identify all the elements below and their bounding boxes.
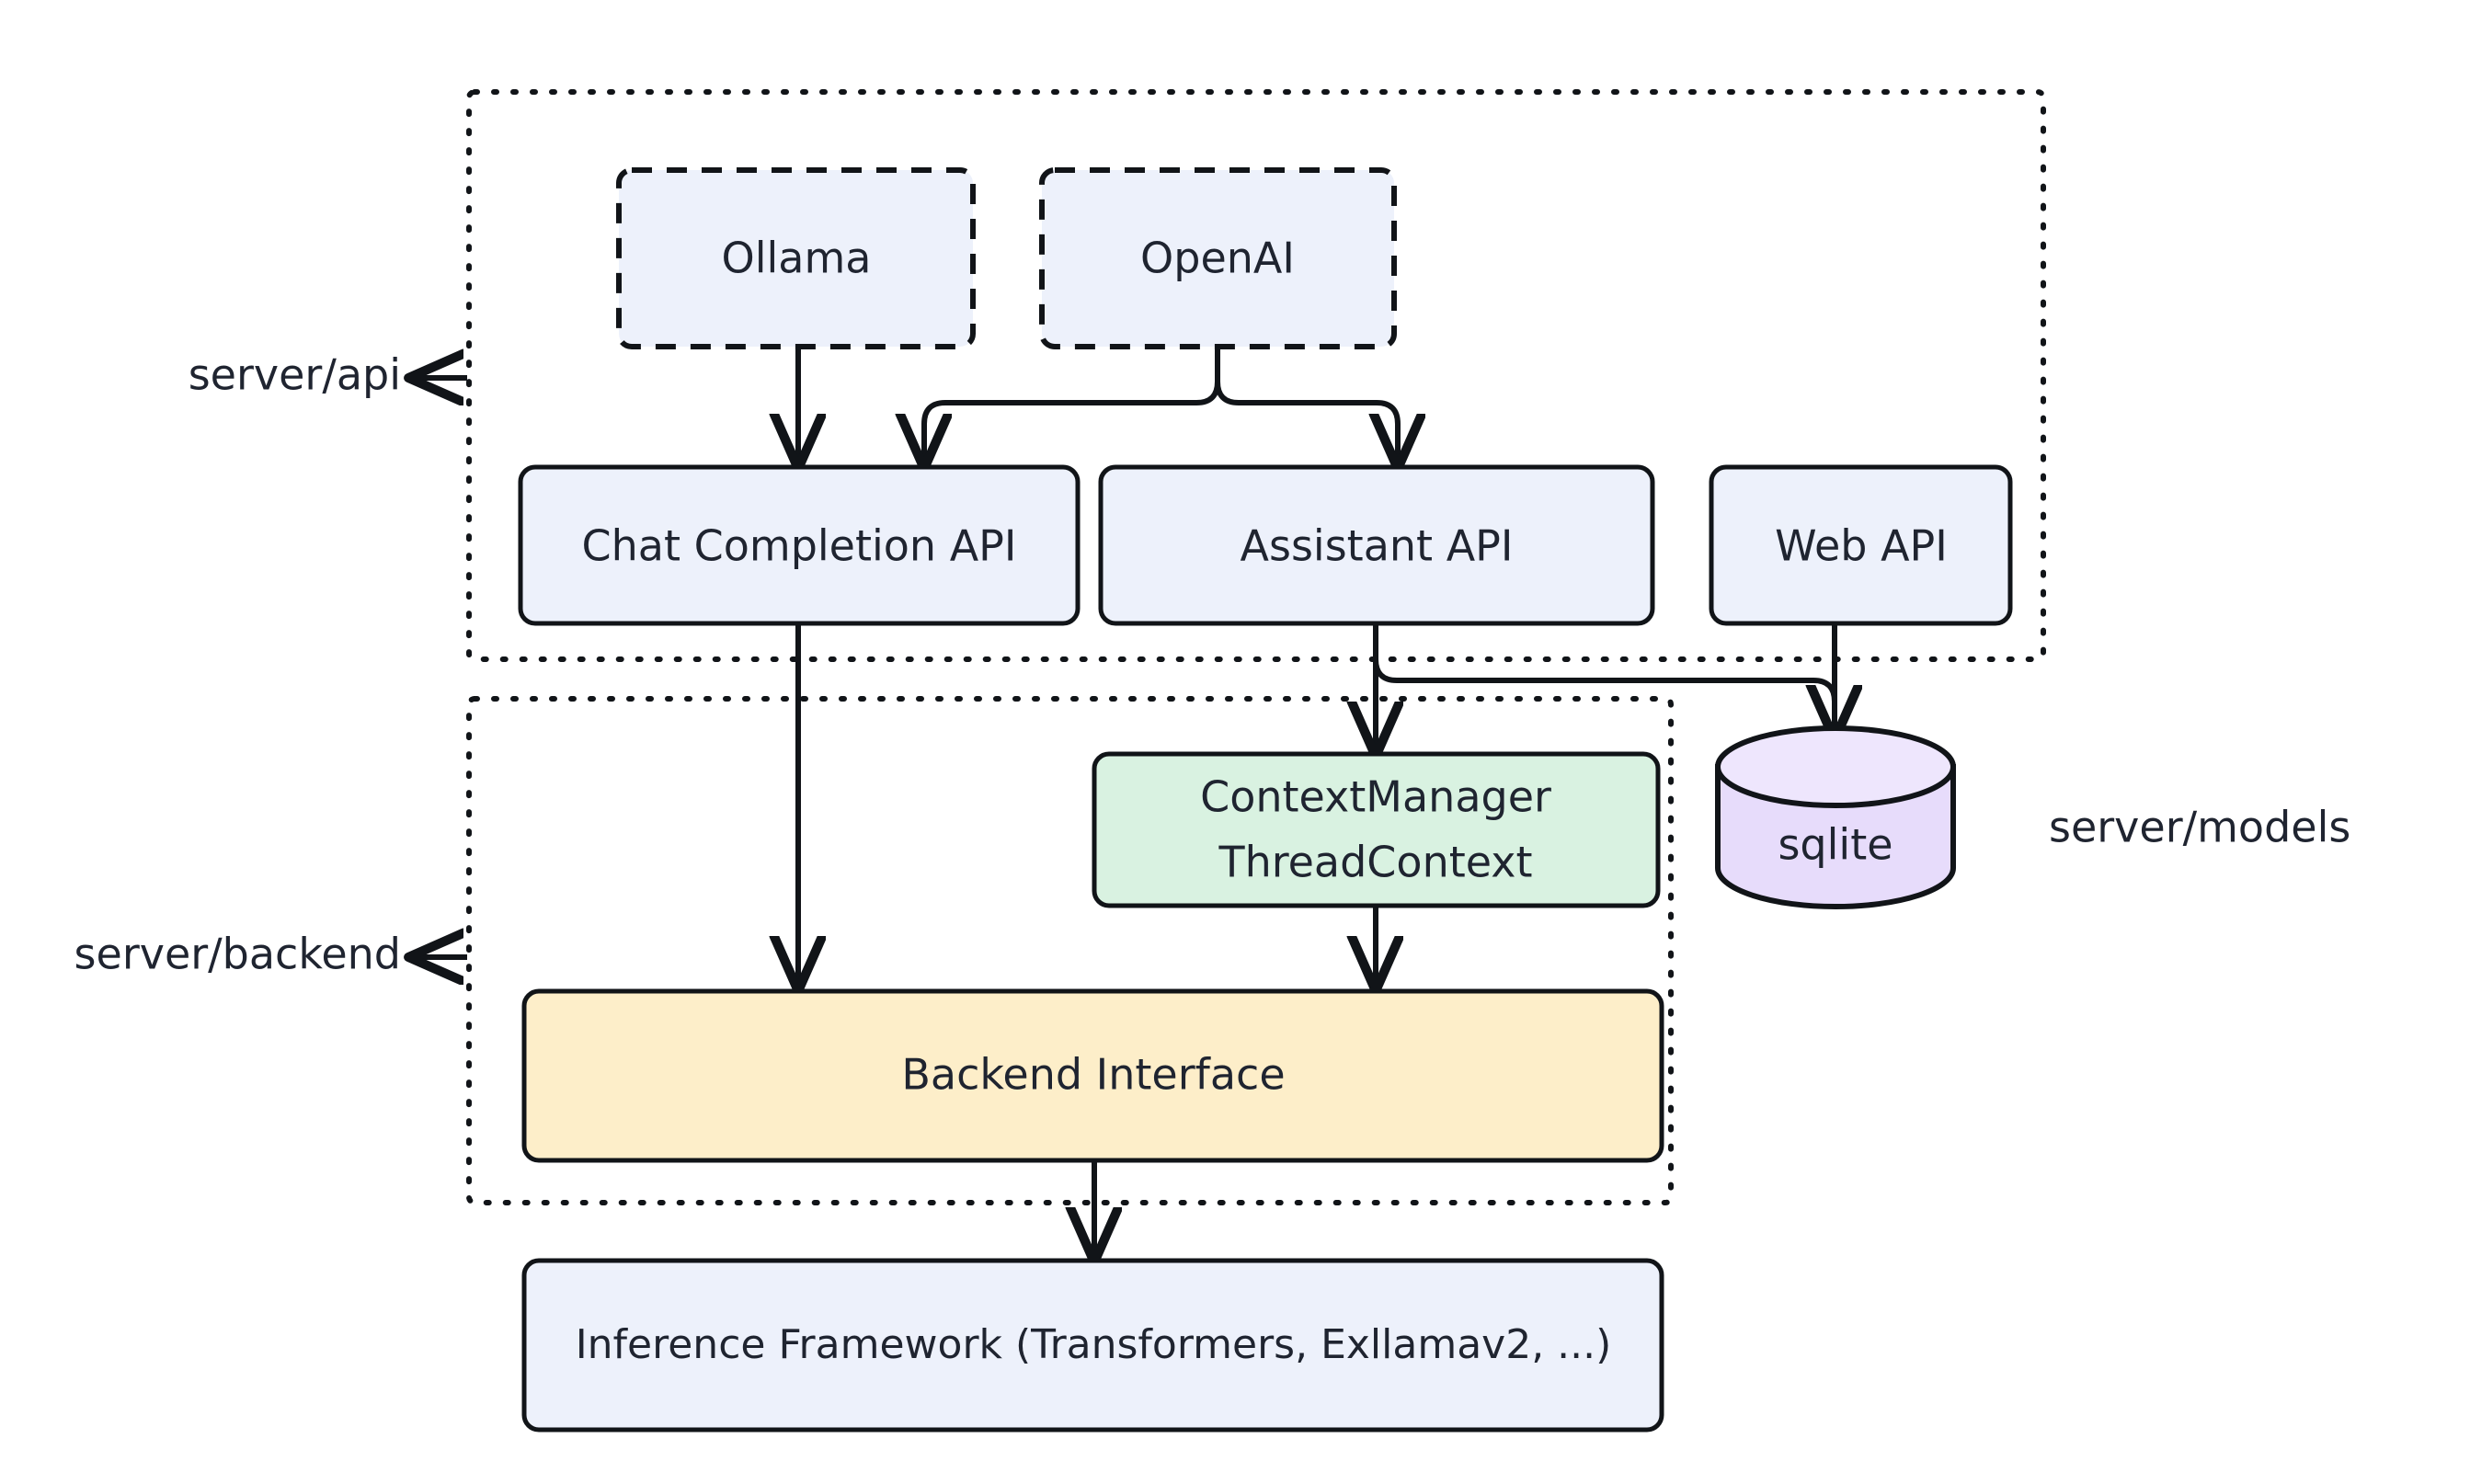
node-web-api[interactable]: Web API — [1709, 464, 2013, 626]
node-sqlite[interactable]: sqlite — [1715, 725, 1956, 909]
node-inference-framework[interactable]: Inference Framework (Transformers, Exlla… — [521, 1258, 1664, 1433]
node-web-api-label: Web API — [1775, 521, 1948, 571]
node-context-manager-label-line2: ThreadContext — [1218, 838, 1532, 887]
node-openai-box[interactable] — [1039, 167, 1397, 349]
node-assistant-api[interactable]: Assistant API — [1098, 464, 1655, 626]
node-backend-interface-label: Backend Interface — [901, 1050, 1285, 1100]
node-web-api-box[interactable] — [1709, 464, 2013, 626]
edge-openai-to-assistant-api — [1215, 348, 1398, 464]
node-context-manager-box[interactable] — [1092, 751, 1661, 908]
node-inference-framework-box[interactable] — [521, 1258, 1664, 1433]
group-container-server-api — [466, 89, 2046, 662]
node-context-manager[interactable]: ContextManager ThreadContext — [1092, 751, 1661, 908]
edge-openai-to-chat-completion-api — [924, 348, 1220, 464]
node-sqlite-cylinder-top — [1715, 725, 1956, 808]
node-inference-framework-label: Inference Framework (Transformers, Exlla… — [576, 1321, 1612, 1368]
node-assistant-api-label: Assistant API — [1241, 521, 1514, 571]
group-container-server-backend — [466, 696, 1674, 1205]
node-context-manager-label-line1: ContextManager — [1200, 772, 1551, 822]
node-chat-completion-api-label: Chat Completion API — [582, 521, 1017, 571]
node-ollama-label: Ollama — [722, 234, 872, 283]
group-label-server-backend: server/backend — [74, 930, 467, 979]
group-label-server-models-text: server/models — [2049, 803, 2350, 852]
node-sqlite-label: sqlite — [1778, 820, 1893, 870]
group-label-server-api: server/api — [189, 350, 467, 400]
node-openai-label: OpenAI — [1140, 234, 1295, 283]
node-chat-completion-api-box[interactable] — [518, 464, 1081, 626]
node-openai[interactable]: OpenAI — [1039, 167, 1397, 349]
node-chat-completion-api[interactable]: Chat Completion API — [518, 464, 1081, 626]
edge-assistant-api-to-sqlite — [1373, 623, 1837, 720]
node-ollama-box[interactable] — [616, 167, 976, 349]
node-backend-interface-box[interactable] — [521, 988, 1664, 1163]
node-assistant-api-box[interactable] — [1098, 464, 1655, 626]
node-ollama[interactable]: Ollama — [616, 167, 976, 349]
group-label-server-backend-text: server/backend — [74, 930, 401, 979]
group-label-server-api-text: server/api — [189, 350, 401, 400]
node-backend-interface[interactable]: Backend Interface — [521, 988, 1664, 1163]
group-label-server-models: server/models — [2049, 803, 2350, 852]
